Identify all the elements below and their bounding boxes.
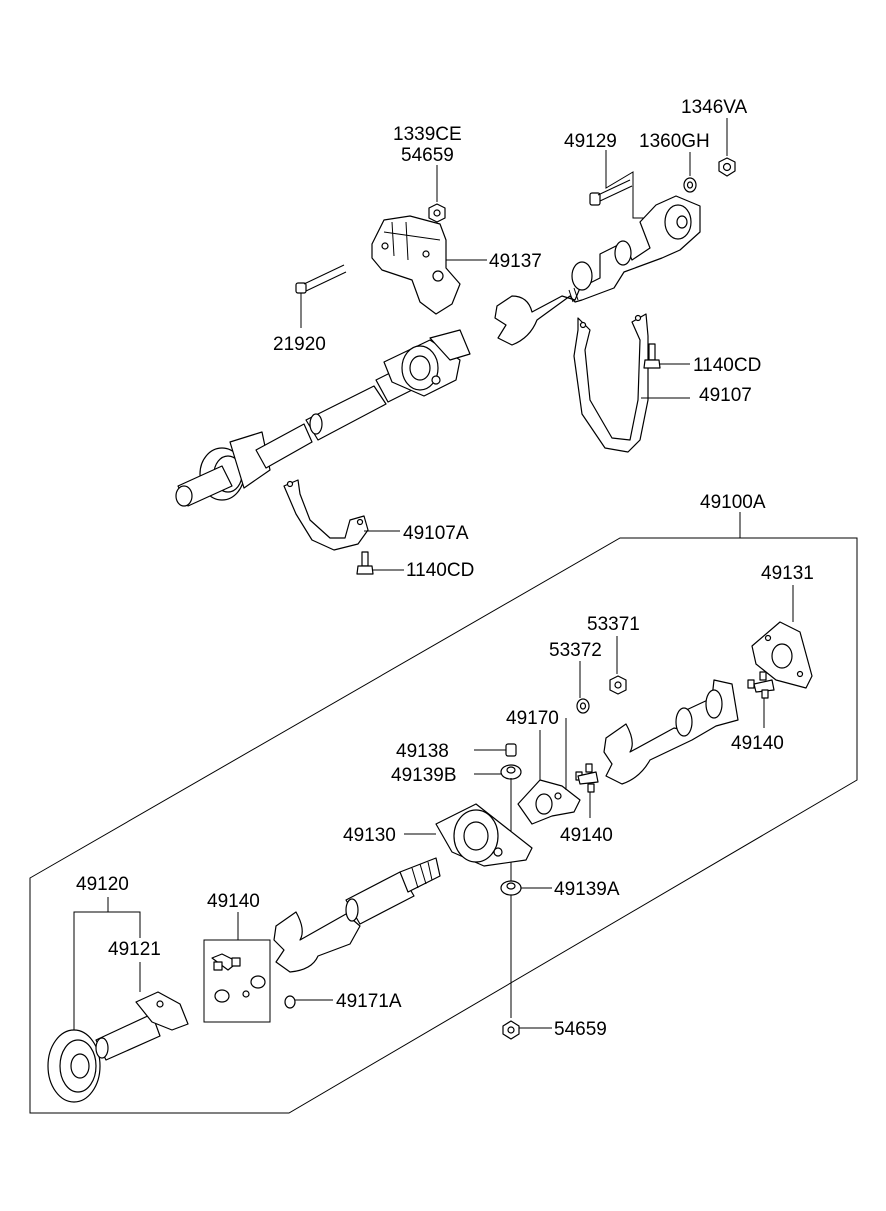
bolt-1140CD-top <box>643 343 661 369</box>
label-1360GH: 1360GH <box>639 131 710 152</box>
label-49170: 49170 <box>506 708 559 729</box>
label-1140CD-top: 1140CD <box>693 355 761 376</box>
label-49100A: 49100A <box>700 492 766 513</box>
label-54659-top: 54659 <box>401 145 454 166</box>
washer-1360GH <box>683 177 697 193</box>
label-49131: 49131 <box>761 563 814 584</box>
center-bearing-49130 <box>435 803 533 867</box>
nut-53371 <box>609 675 627 695</box>
rear-shaft-lower <box>603 679 739 785</box>
label-49121: 49121 <box>108 939 161 960</box>
label-49129: 49129 <box>564 131 617 152</box>
label-49140-right: 49140 <box>731 733 784 754</box>
label-49107A: 49107A <box>403 523 469 544</box>
label-49130: 49130 <box>343 825 396 846</box>
label-21920: 21920 <box>273 334 326 355</box>
flange-49131 <box>751 621 813 689</box>
label-49138: 49138 <box>396 741 449 762</box>
bolt-21920 <box>295 264 347 294</box>
label-49140-middle: 49140 <box>560 825 613 846</box>
label-1339CE: 1339CE <box>393 124 462 145</box>
damper-49120 <box>47 1029 101 1103</box>
label-1346VA: 1346VA <box>681 97 748 118</box>
spider-kit-49140 <box>203 939 271 1023</box>
front-shaft-top <box>175 329 471 507</box>
grease-fitting-49138 <box>505 743 517 757</box>
label-1140CD-mid: 1140CD <box>406 560 474 581</box>
strap-49107A <box>283 479 369 551</box>
label-49137: 49137 <box>489 251 542 272</box>
insulator-49139B <box>500 764 522 780</box>
snap-ring-49171A <box>284 995 296 1009</box>
label-53371: 53371 <box>587 614 640 635</box>
yoke-49170 <box>517 779 581 825</box>
nut-54659-bottom <box>502 1020 520 1040</box>
strap-49107 <box>573 313 649 453</box>
label-54659-bottom: 54659 <box>554 1019 607 1040</box>
assembly-49100A-boundary <box>29 537 858 1114</box>
spider-49140-middle <box>575 763 599 793</box>
nut-1346VA <box>718 157 736 177</box>
spider-49140-right <box>747 671 775 699</box>
washer-53372 <box>576 698 590 714</box>
label-49140-left: 49140 <box>207 891 260 912</box>
front-shaft-lower <box>273 857 441 973</box>
bolt-49129 <box>589 179 633 206</box>
label-49120: 49120 <box>76 874 129 895</box>
label-49171A: 49171A <box>336 991 402 1012</box>
bracket-49137 <box>371 215 461 315</box>
rear-shaft-top <box>494 195 701 346</box>
label-49107: 49107 <box>699 385 752 406</box>
yoke-49121 <box>95 991 189 1061</box>
insulator-49139A <box>500 880 522 896</box>
label-49139A: 49139A <box>554 879 620 900</box>
label-49139B: 49139B <box>391 765 457 786</box>
label-53372: 53372 <box>549 640 602 661</box>
bolt-1140CD-mid <box>356 551 374 575</box>
nut-54659-top <box>428 203 446 223</box>
